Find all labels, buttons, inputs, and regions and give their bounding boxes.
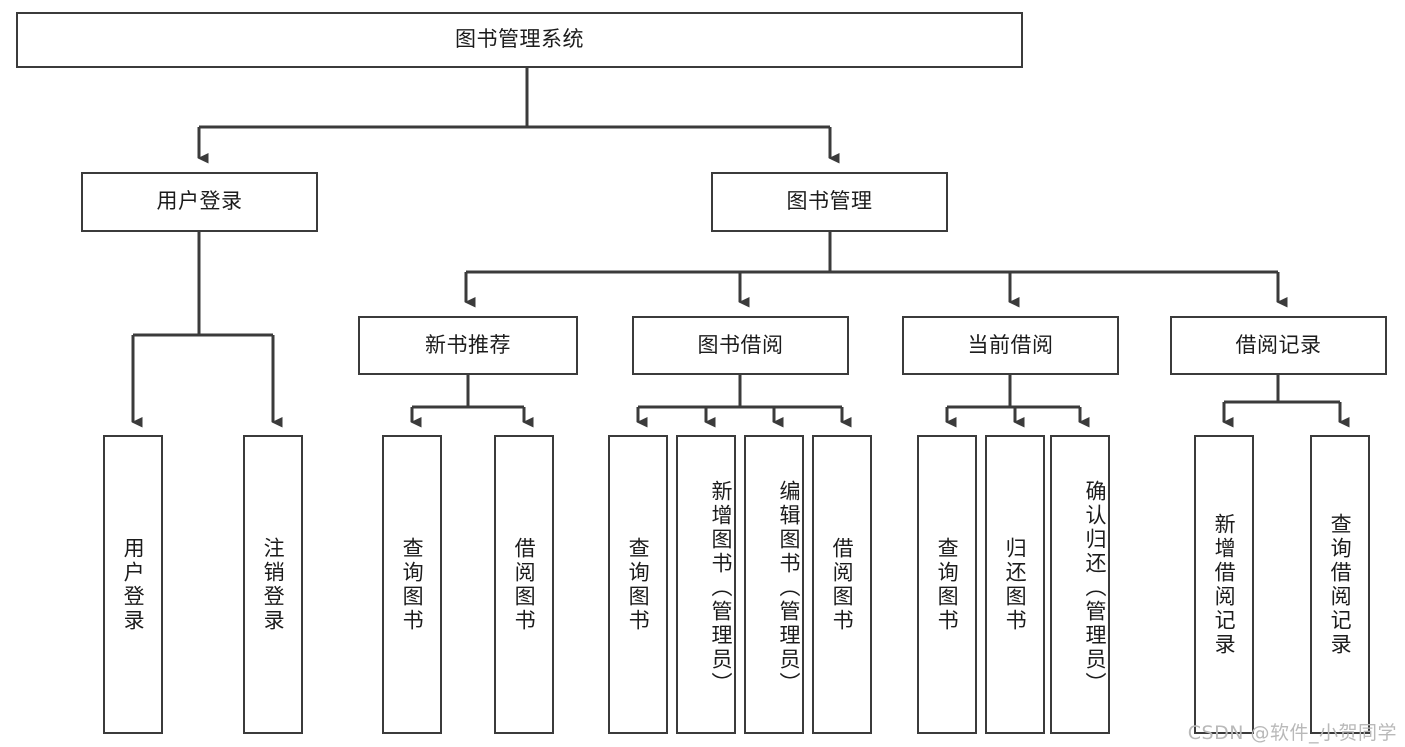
node-label: 借阅图书 xyxy=(830,536,855,633)
node-borrow-record[interactable]: 借阅记录 xyxy=(1170,316,1387,375)
leaf-return-book[interactable]: 归还图书 xyxy=(985,435,1045,734)
leaf-query-book-current[interactable]: 查询图书 xyxy=(917,435,977,734)
leaf-user-logout[interactable]: 注销登录 xyxy=(243,435,303,734)
node-label: 查询图书 xyxy=(935,536,960,633)
leaf-confirm-return-admin[interactable]: 确认归还（管理员） xyxy=(1050,435,1110,734)
node-label: 图书借阅 xyxy=(697,332,784,357)
node-label: 编辑图书（管理员） xyxy=(777,479,801,696)
leaf-borrow-book-new[interactable]: 借阅图书 xyxy=(494,435,554,734)
node-book-borrow[interactable]: 图书借阅 xyxy=(632,316,849,375)
node-label: 新增借阅记录 xyxy=(1212,512,1237,657)
node-current-borrow[interactable]: 当前借阅 xyxy=(902,316,1119,375)
leaf-query-book-new[interactable]: 查询图书 xyxy=(382,435,442,734)
leaf-add-borrow-record[interactable]: 新增借阅记录 xyxy=(1194,435,1254,734)
node-label: 确认归还（管理员） xyxy=(1083,479,1107,696)
node-new-book-recommend[interactable]: 新书推荐 xyxy=(358,316,578,375)
node-label: 归还图书 xyxy=(1003,536,1028,633)
leaf-add-book-admin[interactable]: 新增图书（管理员） xyxy=(676,435,736,734)
csdn-watermark: CSDN @软件_小贺同学 xyxy=(1187,722,1397,744)
node-label: 查询图书 xyxy=(400,536,425,633)
node-label: 图书管理系统 xyxy=(455,27,584,52)
leaf-user-login[interactable]: 用户登录 xyxy=(103,435,163,734)
node-label: 新书推荐 xyxy=(425,332,511,357)
node-label: 注销登录 xyxy=(261,536,286,633)
leaf-query-book-borrow[interactable]: 查询图书 xyxy=(608,435,668,734)
leaf-borrow-book[interactable]: 借阅图书 xyxy=(812,435,872,734)
leaf-query-borrow-record[interactable]: 查询借阅记录 xyxy=(1310,435,1370,734)
node-label: 查询图书 xyxy=(626,536,651,633)
node-label: 图书管理 xyxy=(786,189,873,214)
node-label: 当前借阅 xyxy=(967,332,1054,357)
node-user-login[interactable]: 用户登录 xyxy=(81,172,318,232)
node-root-system[interactable]: 图书管理系统 xyxy=(16,12,1023,68)
leaf-edit-book-admin[interactable]: 编辑图书（管理员） xyxy=(744,435,804,734)
node-label: 借阅记录 xyxy=(1235,332,1322,357)
node-label: 新增图书（管理员） xyxy=(709,479,733,696)
node-label: 用户登录 xyxy=(121,536,146,633)
node-label: 用户登录 xyxy=(156,189,243,214)
node-book-manage[interactable]: 图书管理 xyxy=(711,172,948,232)
node-label: 查询借阅记录 xyxy=(1328,512,1353,657)
node-label: 借阅图书 xyxy=(512,536,537,633)
